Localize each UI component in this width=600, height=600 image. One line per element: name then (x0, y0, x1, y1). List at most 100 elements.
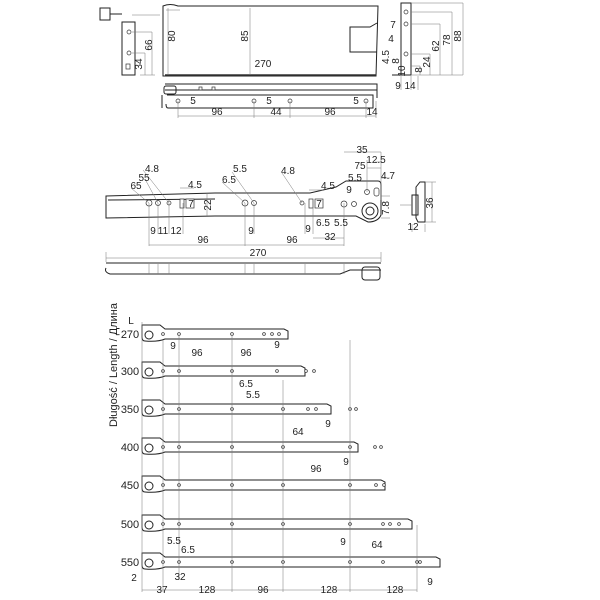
dim-label: 8 (414, 67, 425, 73)
dim-label: 9 (340, 537, 346, 548)
dim-label: 7.8 (381, 201, 392, 215)
rail-outline (141, 399, 332, 417)
dim-label: 11 (158, 226, 169, 237)
rail-variant-300: 300 (121, 361, 316, 379)
length-header: L (128, 316, 134, 327)
dim-label: 55 (138, 173, 150, 184)
mount-hole (354, 407, 358, 411)
dim-label: 270 (255, 59, 272, 70)
roller-icon (144, 405, 154, 415)
dim-label: 88 (453, 30, 464, 42)
dim-label: 9 (274, 340, 280, 351)
hole-dim: 5 (266, 96, 272, 107)
dim-label: 6.5 (181, 545, 195, 556)
rail-variant-500: 500 (121, 514, 413, 532)
length-label: 400 (121, 442, 139, 454)
dim-label: 12.5 (366, 155, 386, 166)
dim-label: 7 (390, 20, 396, 31)
roller-icon (144, 367, 154, 377)
dim-label: 75 (354, 161, 366, 172)
roller-icon (144, 558, 154, 568)
dim-label: 9 (346, 185, 352, 196)
mount-hole (382, 483, 386, 487)
dim-label: 9 (170, 341, 176, 352)
adjuster-knob-icon (99, 7, 111, 21)
mount-hole (230, 332, 234, 336)
length-label: 550 (121, 557, 139, 569)
dim-label: 14 (366, 107, 378, 118)
dim-label: 96 (286, 235, 298, 246)
rail-variant-450: 450 (121, 475, 386, 493)
dim-label: 96 (197, 235, 209, 246)
dim-label: 4.5 (321, 181, 335, 192)
hole-dim: 5 (353, 96, 359, 107)
side-profile: 7 4 4.5 8 10 8 24 62 78 88 9 14 (381, 2, 464, 92)
dim-label: 80 (167, 30, 178, 42)
dim-label: 4 (388, 34, 394, 45)
length-axis-label: Długość / Length / Длина (108, 302, 120, 427)
length-label: 350 (121, 404, 139, 416)
dim-label: 85 (240, 30, 251, 42)
dim-label: 24 (422, 56, 433, 68)
length-variants: Długość / Length / Длина L 270 300 350 400 4… (108, 302, 441, 596)
dim-label: 9 (427, 577, 433, 588)
dim-label: 96 (324, 107, 336, 118)
mount-hole (388, 522, 392, 526)
dim-label: 12 (170, 226, 182, 237)
dim-label: 35 (356, 145, 368, 156)
rail-outline (141, 361, 306, 379)
dim-label: 128 (321, 585, 338, 596)
dim-label: 270 (250, 248, 267, 259)
dim-label: 96 (191, 348, 203, 359)
dim-label: 9 (248, 226, 254, 237)
dim-label: 65 (130, 181, 142, 192)
rail-variant-350: 350 (121, 399, 358, 417)
dim-label: 66 (144, 39, 155, 51)
length-label: 300 (121, 366, 139, 378)
dim-label: 4.5 (188, 180, 202, 191)
mount-hole (275, 369, 279, 373)
back-bracket: 34 66 (99, 7, 160, 76)
dim-label: 6.5 (239, 379, 253, 390)
length-label: 450 (121, 480, 139, 492)
rail-outline (141, 514, 413, 532)
mount-hole (312, 369, 316, 373)
mount-hole (177, 332, 181, 336)
dim-label: 96 (240, 348, 252, 359)
bottom-rail-view: 5 5 5 96 44 96 14 (161, 83, 378, 118)
rail-variant-400: 400 (121, 437, 383, 455)
dim-label: 5.5 (348, 173, 362, 184)
variant-dims: 9 96 96 9 6.5 5.5 64 9 96 9 9 64 5.5 6.5… (131, 340, 433, 596)
dim-label: 128 (199, 585, 216, 596)
dim-label: 4.5 (381, 50, 392, 64)
dim-label: 4.7 (381, 171, 395, 182)
roller-icon (144, 443, 154, 453)
dim-label: 32 (324, 232, 336, 243)
mount-hole (306, 407, 310, 411)
dim-label: 5.5 (246, 390, 260, 401)
dim-label: 96 (211, 107, 223, 118)
dim-label: 5.5 (334, 218, 348, 229)
dim-label: 44 (270, 107, 282, 118)
drawer-side-panel: 80 85 270 (162, 4, 379, 77)
dim-label: 78 (442, 34, 453, 46)
rail-variant-270: 270 (121, 324, 289, 342)
dim-label: 9 (305, 224, 311, 235)
dim-label: 9 (343, 457, 349, 468)
dim-label: 64 (371, 540, 383, 551)
dim-label: 96 (257, 585, 269, 596)
dim-label: 22 (203, 199, 214, 211)
mount-hole (161, 332, 165, 336)
mount-hole (304, 369, 308, 373)
dim-label: 5.5 (167, 536, 181, 547)
roller-icon (144, 520, 154, 530)
rail-detail-view: 7 7 35 12.5 75 4.7 5.5 9 7.8 4.8 55 65 4… (105, 145, 436, 281)
slot-label: 7 (316, 199, 322, 210)
dim-label: 6.5 (222, 175, 236, 186)
dim-label: 37 (156, 585, 168, 596)
mount-hole (270, 332, 274, 336)
dim-label: 96 (310, 464, 322, 475)
dim-label: 62 (431, 40, 442, 52)
